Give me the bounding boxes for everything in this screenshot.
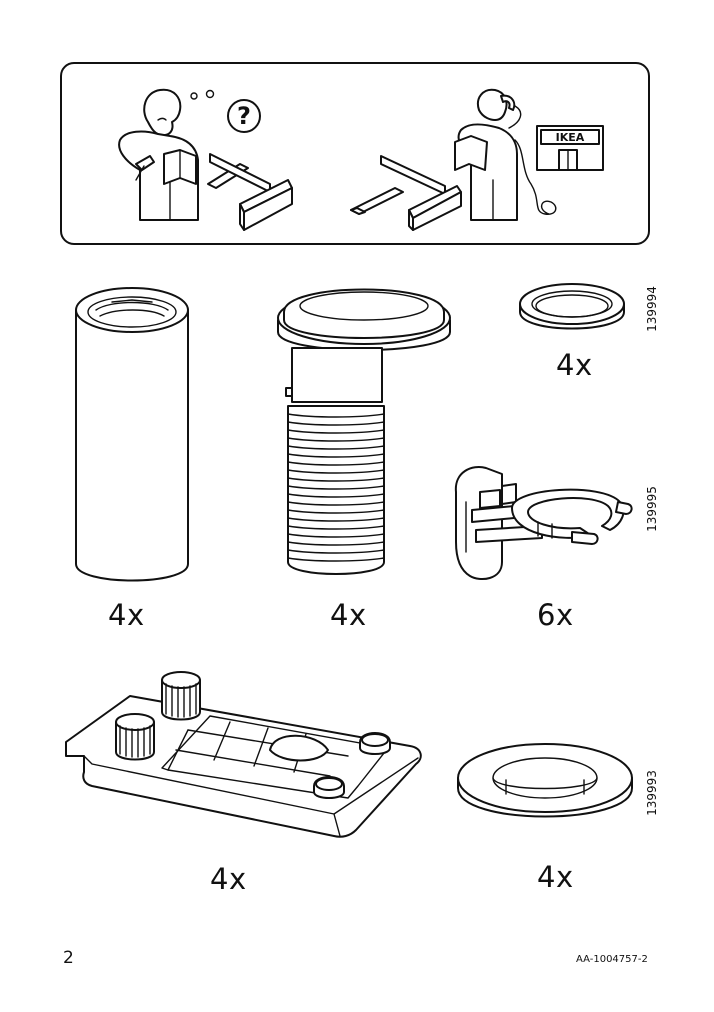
part-large-ring-quantity: 4x	[537, 860, 574, 894]
phone-helper-icon: IKEA	[350, 88, 604, 231]
part-clip-bracket-article-number: 139995	[644, 486, 659, 532]
help-panel	[60, 62, 650, 245]
part-small-ring-article-number: 139994	[644, 286, 659, 332]
part-threaded-leg-insert-quantity: 4x	[330, 598, 367, 632]
part-small-ring-quantity: 4x	[556, 348, 593, 382]
small-ring-illustration	[519, 283, 625, 330]
threaded-leg-insert-illustration	[277, 288, 451, 575]
part-base-plate-quantity: 4x	[210, 862, 247, 896]
confused-assembler-icon: ?	[118, 88, 293, 231]
store-sign: IKEA	[556, 131, 585, 144]
large-ring-illustration	[457, 743, 633, 818]
part-clip-bracket-quantity: 6x	[537, 598, 574, 632]
document-code: AA-1004757-2	[576, 954, 648, 965]
clip-bracket-illustration	[454, 466, 633, 580]
tube-illustration	[75, 287, 189, 582]
part-large-ring-article-number: 139993	[644, 770, 659, 816]
question-mark: ?	[237, 102, 251, 130]
base-plate-illustration	[65, 671, 422, 838]
page-number: 2	[63, 948, 74, 968]
part-tube-quantity: 4x	[108, 598, 145, 632]
